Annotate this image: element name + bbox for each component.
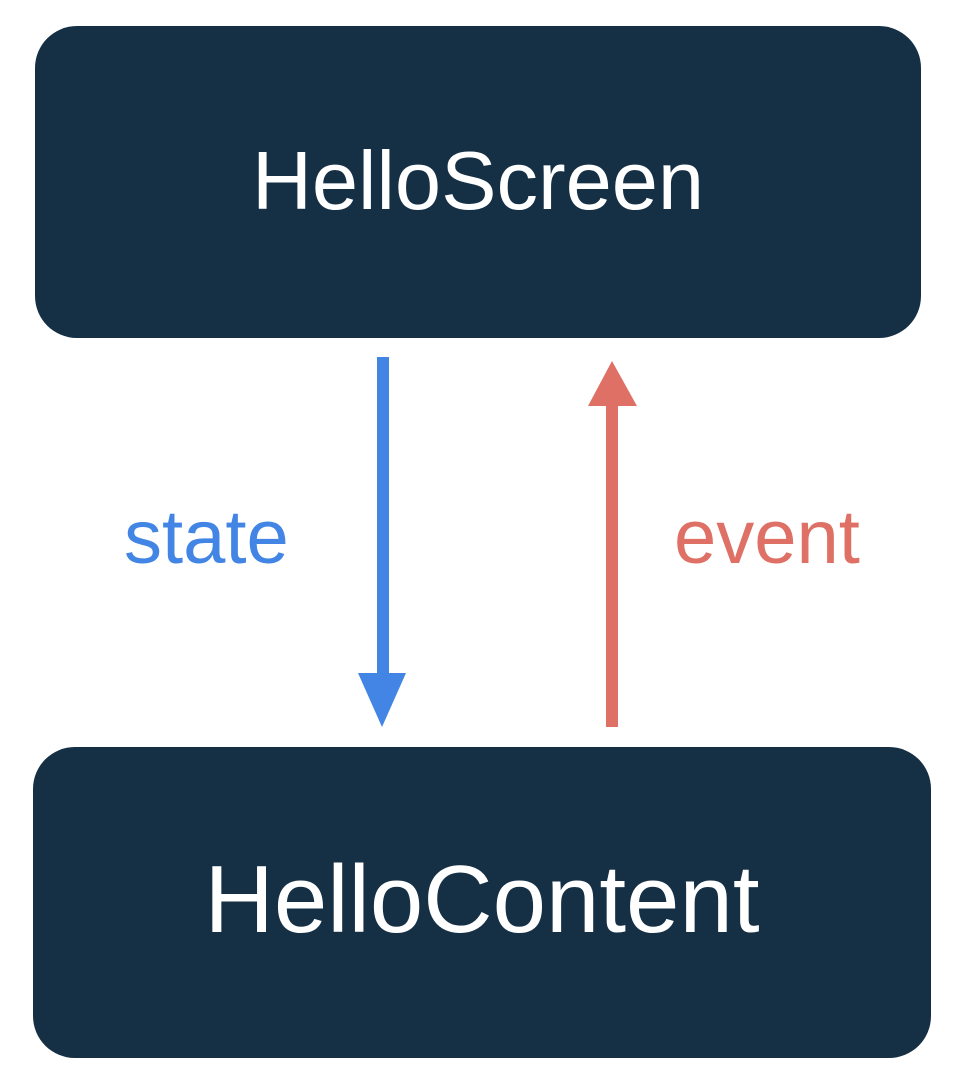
node-hello-screen[interactable]: HelloScreen (35, 26, 921, 338)
edge-label-state: state (124, 495, 289, 580)
state-arrow-shaft (377, 357, 389, 675)
state-arrow-head (358, 673, 406, 727)
node-hello-content-label: HelloContent (204, 845, 760, 953)
node-hello-screen-label: HelloScreen (251, 133, 705, 227)
edge-label-event: event (674, 495, 860, 580)
event-arrow-head (588, 361, 637, 406)
state-arrow (358, 357, 406, 727)
node-hello-content[interactable]: HelloContent (33, 747, 931, 1058)
event-arrow (588, 361, 637, 727)
event-arrow-shaft (606, 404, 618, 727)
